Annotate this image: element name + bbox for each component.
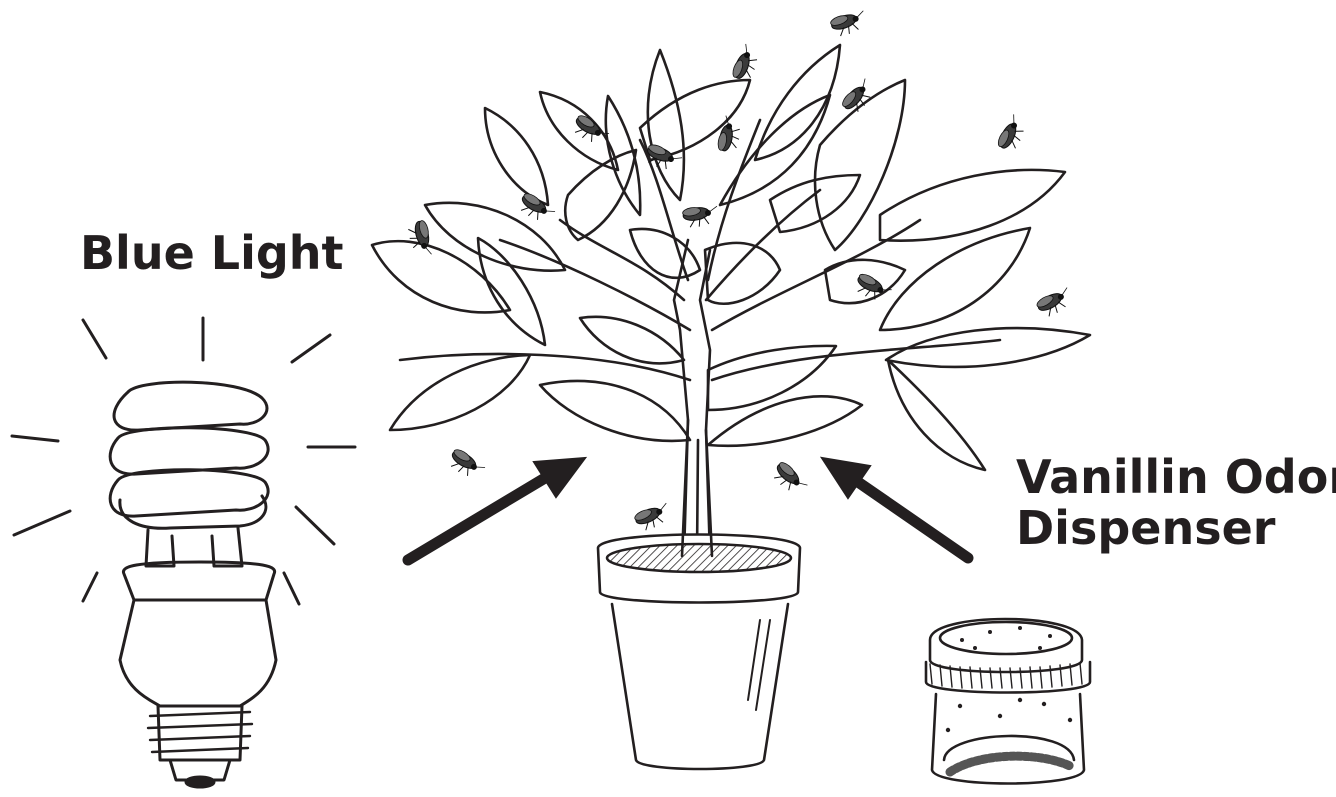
insect-icon (1035, 285, 1075, 320)
light-bulb-icon (12, 318, 355, 787)
insect-icon (853, 272, 893, 305)
insect-icon (731, 43, 762, 83)
insect-icon (516, 191, 556, 226)
insect-icon (829, 8, 869, 39)
insect-icon (770, 460, 810, 498)
vanillin-dispenser-label: Vanillin Odor Dispenser (1016, 452, 1336, 553)
odor-dispenser-jar-icon (926, 619, 1090, 784)
blue-light-label: Blue Light (80, 228, 344, 279)
vanillin-label-line1: Vanillin Odor (1016, 452, 1336, 503)
insect-icon (406, 220, 434, 259)
vanillin-label-line2: Dispenser (1016, 503, 1336, 554)
arrow-icon (408, 458, 585, 560)
insect-icon (682, 203, 720, 229)
insect-icon (633, 500, 673, 533)
arrow-icon (822, 458, 968, 558)
insect-icon (717, 115, 743, 153)
insect-icon (446, 447, 486, 482)
insect-icon (996, 113, 1029, 153)
